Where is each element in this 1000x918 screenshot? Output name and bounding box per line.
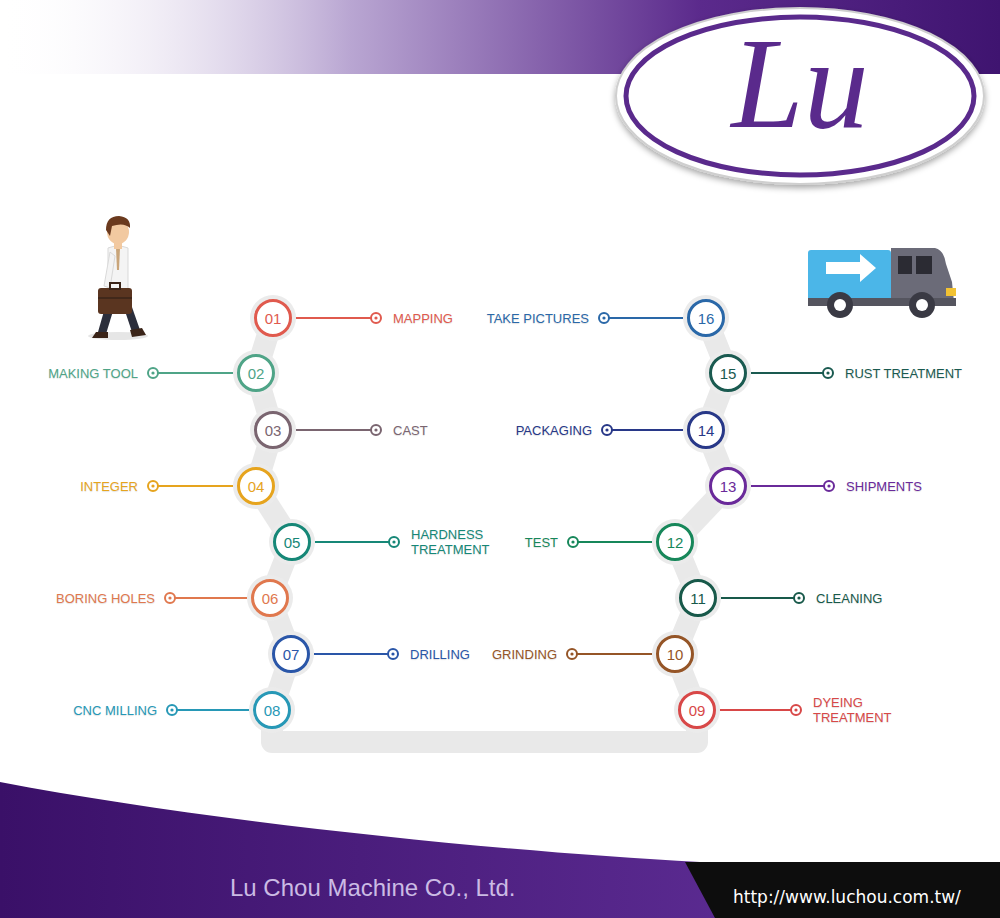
leader-line — [568, 537, 652, 547]
step-label: CLEANING — [816, 591, 882, 606]
footer-dark-band — [685, 862, 1000, 918]
track-connector — [713, 336, 721, 356]
company-name: Lu Chou Machine Co., Ltd. — [230, 874, 610, 902]
step-label: MAPPING — [393, 311, 453, 326]
logo-ring — [626, 17, 974, 175]
step-number: 07 — [283, 647, 300, 662]
step-circle: 12TEST — [656, 523, 694, 561]
step-number: 08 — [264, 703, 281, 718]
step-circle: 06BORING HOLES — [251, 579, 289, 617]
logo-oval — [616, 8, 984, 184]
step-label: TAKE PICTURES — [487, 311, 589, 326]
step-label: CAST — [393, 423, 428, 438]
step-label: DRILLING — [410, 647, 470, 662]
step-number: 14 — [698, 423, 715, 438]
leader-line — [720, 705, 801, 715]
logo-text: Lu — [730, 18, 870, 148]
leader-line — [751, 481, 834, 491]
leader-line — [567, 649, 652, 659]
step-label: PACKAGING — [516, 423, 592, 438]
step-number: 05 — [284, 535, 301, 550]
track-connector — [266, 502, 281, 526]
leader-line — [167, 705, 249, 715]
step-label: MAKING TOOL — [48, 366, 138, 381]
leader-line — [314, 649, 398, 659]
step-number: 15 — [720, 366, 737, 381]
step-circle: 03CAST — [254, 411, 292, 449]
step-number: 09 — [689, 703, 706, 718]
track-connector — [272, 729, 697, 742]
track-connector — [277, 560, 285, 581]
businessman-figure — [88, 216, 148, 340]
leader-line — [165, 593, 247, 603]
step-number: 01 — [265, 311, 282, 326]
leader-line — [599, 313, 683, 323]
step-number: 02 — [248, 366, 265, 381]
step-circle: 13SHIPMENTS — [709, 467, 747, 505]
step-number: 04 — [248, 479, 265, 494]
track-connector — [682, 672, 690, 693]
delivery-truck — [808, 248, 956, 318]
step-label: GRINDING — [492, 647, 557, 662]
step-circle: 01MAPPING — [254, 299, 292, 337]
step-number: 13 — [720, 479, 737, 494]
leader-line — [296, 313, 381, 323]
website-url: http://www.luchou.com.tw/ — [733, 887, 995, 907]
track-connector — [713, 448, 721, 469]
track-connector — [262, 448, 268, 468]
step-label: INTEGER — [80, 479, 138, 494]
step-label: TEST — [525, 535, 558, 550]
step-circle: 11CLEANING — [679, 579, 717, 617]
leader-line — [296, 425, 381, 435]
step-circle: 15RUST TREATMENT — [709, 354, 747, 392]
step-label: HARDNESS TREATMENT — [411, 527, 501, 557]
leader-line — [751, 368, 833, 378]
step-label: RUST TREATMENT — [845, 366, 962, 381]
step-circle: 08CNC MILLING — [253, 691, 291, 729]
step-number: 11 — [690, 591, 706, 606]
track-connector — [688, 500, 715, 528]
step-number: 06 — [262, 591, 279, 606]
step-label: SHIPMENTS — [846, 479, 922, 494]
step-label: BORING HOLES — [56, 591, 155, 606]
step-circle: 02MAKING TOOL — [237, 354, 275, 392]
track-connector — [278, 672, 285, 692]
step-circle: 04INTEGER — [237, 467, 275, 505]
step-number: 12 — [667, 535, 684, 550]
step-circle: 05HARDNESS TREATMENT — [273, 523, 311, 561]
step-circle: 16TAKE PICTURES — [687, 299, 725, 337]
leader-line — [315, 537, 399, 547]
step-circle: 14PACKAGING — [687, 411, 725, 449]
track-connector — [261, 391, 267, 412]
leader-line — [148, 368, 233, 378]
track-connector — [682, 560, 691, 581]
leader-line — [721, 593, 804, 603]
track-connector — [713, 391, 721, 413]
track-connector — [277, 616, 285, 636]
leader-line — [148, 481, 233, 491]
step-circle: 10GRINDING — [656, 635, 694, 673]
step-circle: 07DRILLING — [272, 635, 310, 673]
step-number: 16 — [698, 311, 715, 326]
step-label: CNC MILLING — [73, 703, 157, 718]
track-connector — [682, 616, 691, 637]
step-label: DYEING TREATMENT — [813, 695, 903, 725]
step-circle: 09DYEING TREATMENT — [678, 691, 716, 729]
step-number: 10 — [667, 647, 684, 662]
leader-line — [602, 425, 683, 435]
footer-swoosh — [0, 782, 720, 918]
track-connector — [262, 336, 268, 355]
step-number: 03 — [265, 423, 282, 438]
